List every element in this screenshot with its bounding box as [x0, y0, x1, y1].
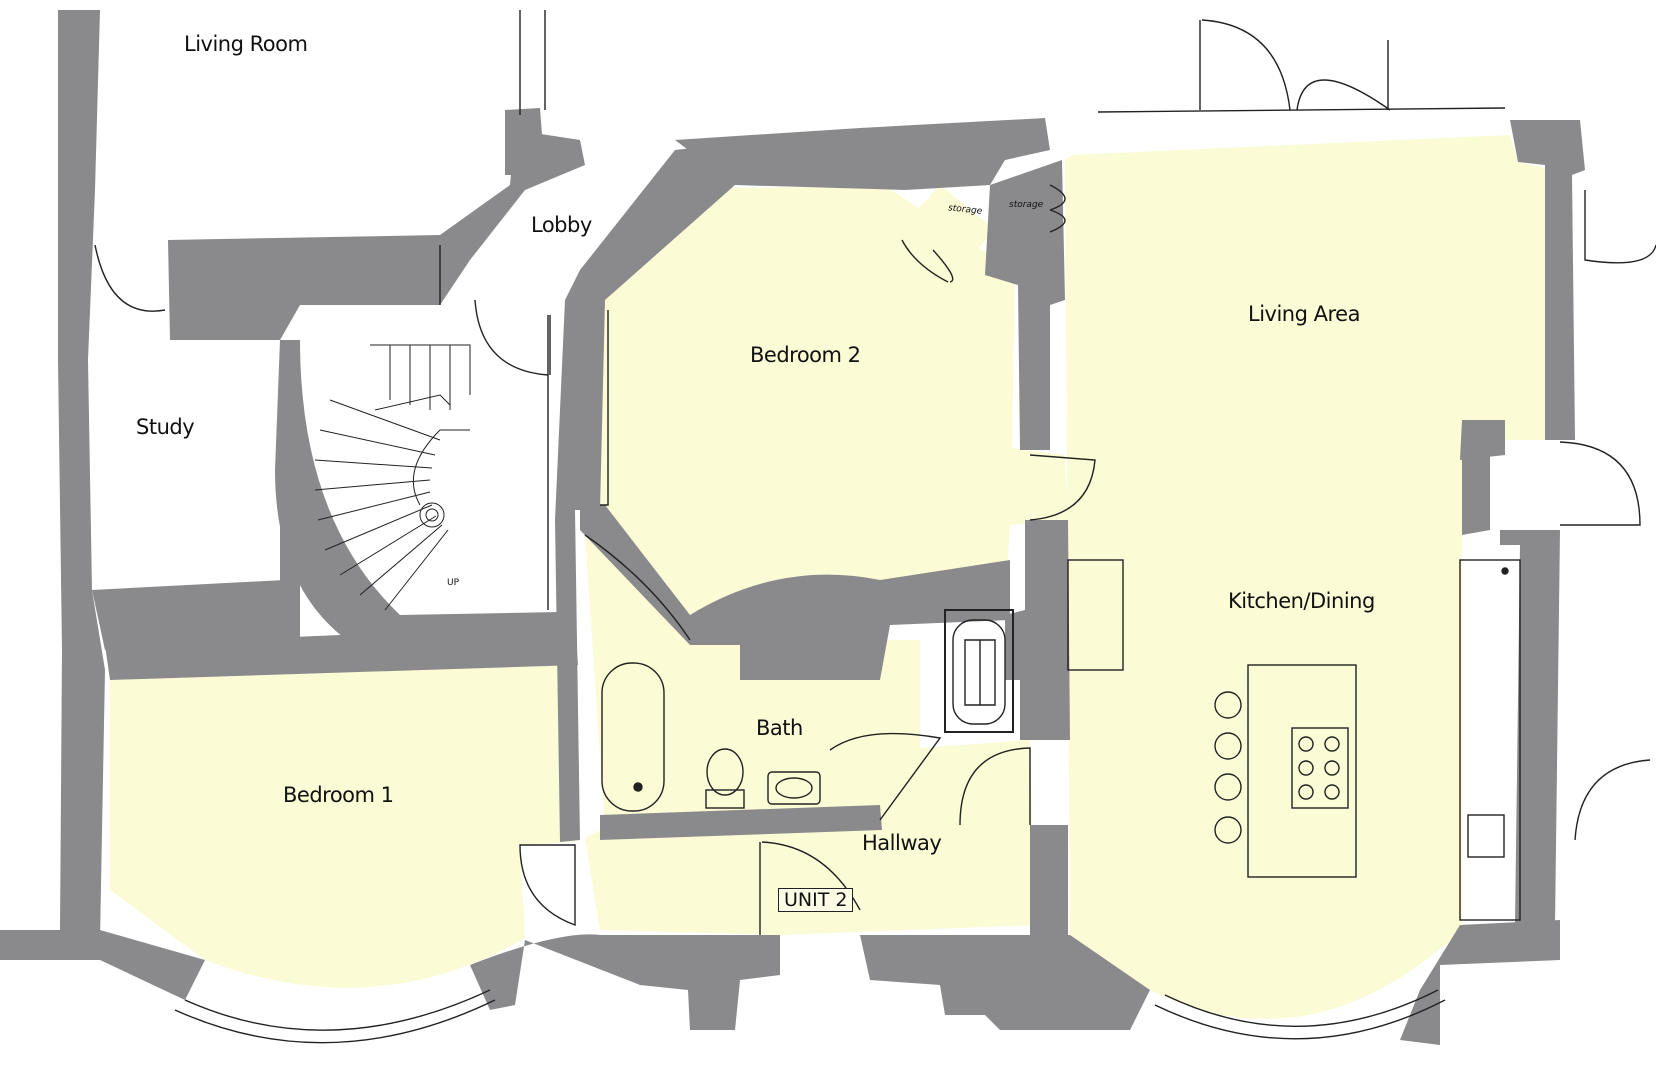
kitchen-sink [1467, 814, 1505, 858]
door-right-low [1574, 759, 1651, 841]
room-label-bedroom-2: Bedroom 2 [750, 343, 861, 367]
clawfoot-tub [952, 619, 1006, 725]
bar-stools [1214, 691, 1242, 844]
sink-basin [775, 777, 813, 799]
wall-bed1-top [105, 625, 578, 680]
sink [767, 771, 821, 805]
bedroom-2-area [600, 186, 1068, 615]
bay-window-right [1154, 999, 1446, 1040]
wall-right-side [1500, 530, 1560, 925]
stair-up-label: UP [447, 578, 460, 588]
wall-hallway-block [1005, 520, 1070, 740]
bathtub-drain [633, 782, 643, 792]
bed2-panel [600, 310, 609, 506]
wall-left-outer [0, 10, 105, 940]
room-label-kitchen-dining: Kitchen/Dining [1228, 589, 1375, 613]
toilet [706, 748, 744, 796]
door-right-mid [1559, 441, 1641, 526]
storage-label-right: storage [1009, 200, 1044, 210]
wall-bottom [0, 930, 205, 1000]
lobby-lines [439, 10, 549, 610]
wall-bottom-left-bay [470, 934, 780, 1030]
wall-bed2-right [985, 160, 1065, 450]
clawfoot-tub-detail [964, 639, 996, 706]
door-bed2-right [1029, 454, 1096, 521]
clawfoot-tub-frame [944, 609, 1014, 733]
wall-study-bottom [92, 580, 285, 650]
wall-study-right [280, 340, 300, 640]
wall-bottom-mid [860, 935, 1150, 1030]
wall-right-outer [1510, 120, 1585, 440]
wall-right-lower [1460, 420, 1505, 460]
room-label-study: Study [136, 415, 195, 439]
door-hallway-left [519, 844, 576, 926]
wall-bottom-right [1400, 920, 1560, 1045]
door-right-top [1584, 190, 1656, 264]
door-lobby-left [94, 244, 166, 312]
appliance-unit [1067, 559, 1124, 671]
living-kitchen-area [1065, 135, 1545, 1020]
bedroom-1-area [110, 662, 575, 988]
wall-bath-bottom [600, 805, 882, 840]
door-bath-arc [584, 534, 691, 641]
door-kitchen [959, 747, 1031, 826]
hob [1291, 727, 1349, 809]
bay-window-left [174, 999, 496, 1044]
kitchen-island [1247, 664, 1357, 878]
kitchen-tap [1501, 567, 1509, 575]
bay-window-left-inner [184, 989, 491, 1031]
toilet-tank [705, 789, 745, 809]
room-label-lobby: Lobby [531, 213, 592, 237]
bathtub [601, 662, 665, 812]
french-door-top [1199, 19, 1391, 111]
worktop-right [1459, 559, 1521, 921]
door-bath [829, 732, 942, 821]
bay-window-right-inner [1164, 989, 1439, 1027]
wall-hallway-right [1030, 825, 1068, 935]
unit-number-label: UNIT 2 [778, 888, 854, 912]
room-label-living-area: Living Area [1248, 302, 1360, 326]
storage-left-area [895, 185, 995, 280]
stair-treads [314, 344, 471, 611]
linework [94, 10, 1656, 1044]
room-label-bedroom-1: Bedroom 1 [283, 783, 394, 807]
wall-stair-top [168, 130, 585, 340]
wall-bed2-top [675, 118, 1050, 190]
wall-bed2-left [555, 145, 735, 842]
room-label-living-room: Living Room [184, 32, 308, 56]
room-label-bath: Bath [756, 716, 803, 740]
wall-stair-curve [275, 340, 560, 660]
door-storage-left [901, 239, 954, 283]
door-storage-right [1049, 184, 1066, 233]
window-top-line [1097, 107, 1506, 113]
room-label-hallway: Hallway [862, 831, 942, 855]
unit-room-fills [110, 135, 1545, 1020]
wall-lobby-corner [505, 108, 545, 175]
hob-burners [1298, 736, 1340, 800]
door-lobby-right [474, 299, 551, 376]
wall-right-notch [1462, 455, 1490, 535]
